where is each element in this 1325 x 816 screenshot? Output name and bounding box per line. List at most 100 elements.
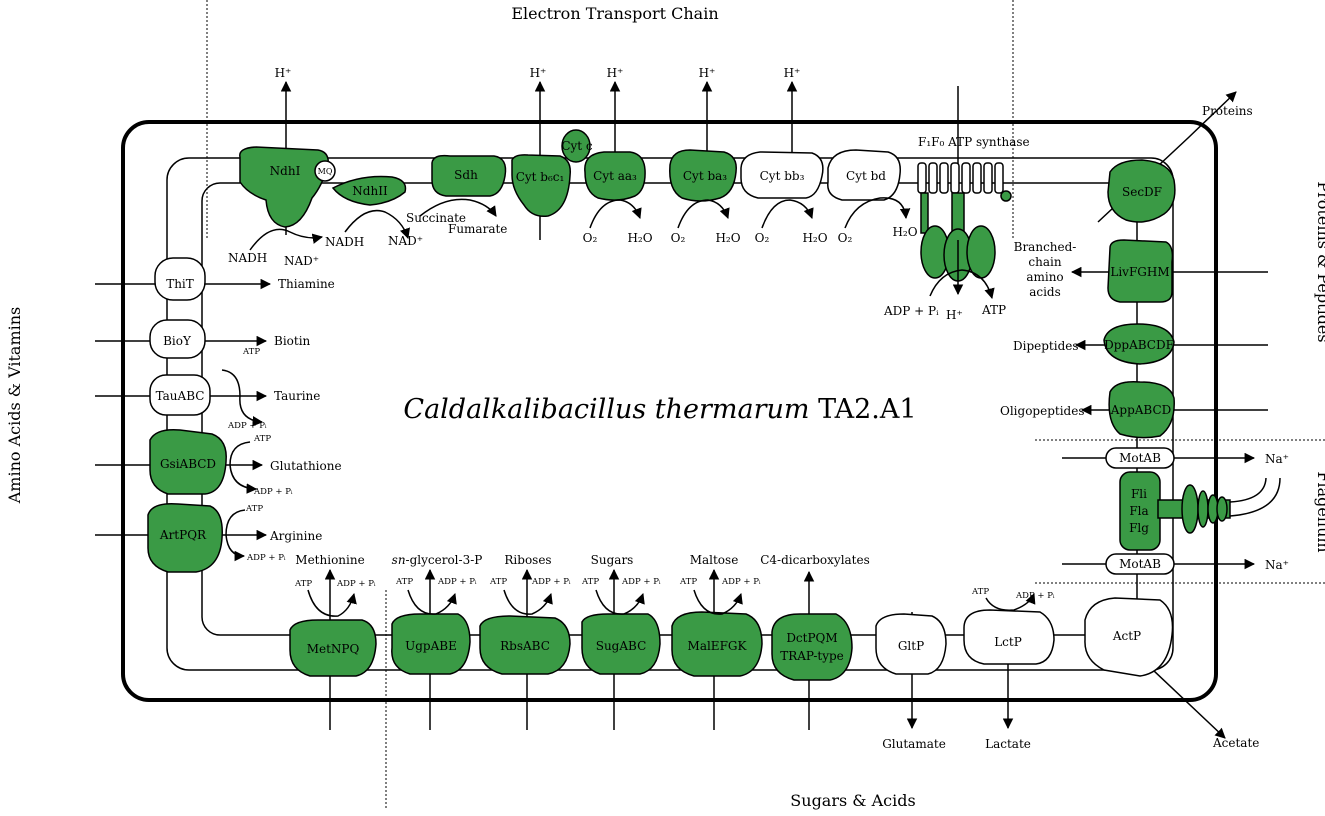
oligopeptides-label: Oligopeptides (1000, 404, 1085, 418)
mq-label: MQ (318, 167, 333, 176)
atp-label-bioy: ATP (242, 347, 260, 357)
atp-label-art: ATP (245, 504, 263, 514)
dctpqm-label-1: DctPQM (786, 631, 837, 645)
bcaa-line-2: chain (1028, 255, 1061, 269)
motab-stator-top[interactable] (1105, 447, 1175, 469)
malefgk-label: MalEFGK (688, 639, 748, 653)
cell-wall (121, 120, 1218, 702)
atp-label-lct: ATP (971, 587, 989, 597)
bioy-label: BioY (163, 334, 192, 348)
o2-label-2: O₂ (671, 231, 686, 245)
dctpqm-label-2: TRAP-type (780, 649, 844, 663)
sugars-label: Sugars (591, 553, 634, 567)
bcaa-line-3: amino (1026, 270, 1063, 284)
proton-label-synthase: H⁺ (946, 308, 963, 322)
ndhii-complex[interactable] (331, 175, 407, 206)
gsiabcd-transporter[interactable] (149, 428, 227, 495)
artpqr-transporter[interactable] (147, 502, 223, 573)
gltp-transporter[interactable] (875, 613, 947, 675)
fli-label: Fli (1131, 487, 1147, 501)
sugabc-transporter[interactable] (581, 613, 661, 675)
strain-name: TA2.A1 (810, 394, 917, 425)
atp-label-met: ATP (294, 579, 312, 589)
sugabc-label: SugABC (596, 639, 647, 653)
adp-pi-label-sug: ADP + Pᵢ (621, 577, 661, 587)
thit-transporter[interactable] (154, 257, 206, 301)
sodium-label-bottom: Na⁺ (1265, 558, 1289, 572)
cyt-bc1-complex[interactable] (511, 154, 572, 218)
peptide-transporters: SecDF LivFGHM Branched- chain amino acid… (1000, 159, 1289, 750)
adp-pi-label-art: ADP + Pᵢ (246, 553, 286, 563)
actp-transporter[interactable] (1084, 597, 1174, 677)
section-title-amino-acids: Amino Acids & Vitamins (5, 307, 24, 505)
ugpabe-label: UgpABE (405, 639, 457, 653)
lctp-label: LctP (994, 635, 1022, 649)
tauabc-transporter[interactable] (149, 374, 211, 416)
section-title-flagellum: Flagellum (1314, 471, 1325, 552)
thit-label: ThiT (166, 277, 194, 291)
maltose-label: Maltose (690, 553, 739, 567)
adp-pi-label-lct: ADP + Pᵢ (1015, 591, 1055, 601)
gsiabcd-label: GsiABCD (160, 457, 216, 471)
actp-label: ActP (1112, 629, 1141, 643)
cyt-bb3-label: Cyt bb₃ (760, 169, 805, 183)
cyt-bb3-complex[interactable] (740, 151, 824, 199)
rbsabc-transporter[interactable] (479, 615, 571, 675)
motab-stator-bottom[interactable] (1105, 553, 1175, 575)
sugar-acid-transporters: MetNPQ Methionine ATP ADP + Pᵢ UgpABE sn… (289, 553, 1055, 751)
nad-label-1: NAD⁺ (284, 254, 319, 268)
atp-synthase[interactable]: F₁F₀ ATP synthase ADP + Pᵢ H⁺ ATP (883, 86, 1030, 322)
dppabcdf-transporter[interactable] (1103, 323, 1175, 365)
nad-label-2: NAD⁺ (388, 234, 423, 248)
glutamate-label: Glutamate (882, 737, 946, 751)
methionine-label: Methionine (295, 553, 364, 567)
gltp-label: GltP (898, 639, 924, 653)
bcaa-line-4: acids (1029, 285, 1061, 299)
proton-label-1: H⁺ (275, 66, 292, 80)
glutathione-label: Glutathione (270, 459, 342, 473)
adp-pi-label-rbs: ADP + Pᵢ (531, 577, 571, 587)
thiamine-label: Thiamine (278, 277, 335, 291)
dipeptides-label: Dipeptides (1013, 339, 1079, 353)
motab-label-top: MotAB (1119, 451, 1161, 465)
cyt-aa3-complex[interactable] (584, 151, 646, 201)
tauabc-label: TauABC (156, 389, 205, 403)
nadh-label-1: NADH (228, 251, 267, 265)
proton-label-3: H⁺ (607, 66, 624, 80)
sdh-label: Sdh (454, 168, 478, 182)
atp-synthase-label: F₁F₀ ATP synthase (918, 135, 1030, 149)
cyt-ba3-complex[interactable] (669, 149, 737, 202)
secdf-translocase[interactable] (1107, 159, 1176, 223)
dctpqm-transporter[interactable] (771, 613, 853, 681)
metnpq-transporter[interactable] (289, 619, 377, 677)
succinate-label: Succinate (406, 211, 466, 225)
appabcd-transporter[interactable] (1108, 380, 1175, 439)
glycerol-suffix: -glycerol-3-P (406, 553, 483, 567)
ndhi-complex[interactable] (239, 146, 330, 228)
atp-label-etc: ATP (981, 303, 1006, 317)
secdf-label: SecDF (1122, 185, 1162, 199)
h2o-label-4: H₂O (892, 225, 917, 239)
lctp-transporter[interactable] (963, 609, 1055, 665)
flagellar-motor[interactable]: Fli Fla Flg (1119, 471, 1281, 551)
riboses-label: Riboses (504, 553, 551, 567)
adp-pi-label-etc: ADP + Pᵢ (883, 304, 939, 318)
flg-label: Flg (1129, 521, 1149, 535)
adp-pi-label-tau: ADP + Pᵢ (227, 421, 267, 431)
sdh-complex[interactable] (431, 154, 507, 197)
cyt-bd-complex[interactable] (827, 149, 901, 201)
artpqr-label: ArtPQR (159, 528, 207, 542)
cyt-aa3-label: Cyt aa₃ (593, 169, 637, 183)
nadh-label-2: NADH (325, 235, 364, 249)
cyt-c-protein[interactable] (561, 129, 591, 163)
glycerol-label: sn-glycerol-3-P (392, 553, 483, 567)
c4-dicarboxylates-label: C4-dicarboxylates (760, 553, 870, 567)
metnpq-label: MetNPQ (307, 642, 360, 656)
motab-label-bottom: MotAB (1119, 557, 1161, 571)
ugpabe-transporter[interactable] (391, 613, 471, 675)
livfghm-transporter[interactable] (1107, 239, 1174, 303)
o2-label-4: O₂ (838, 231, 853, 245)
atp-label-sug: ATP (581, 577, 599, 587)
malefgk-transporter[interactable] (671, 611, 763, 677)
bioy-transporter[interactable] (149, 319, 206, 359)
